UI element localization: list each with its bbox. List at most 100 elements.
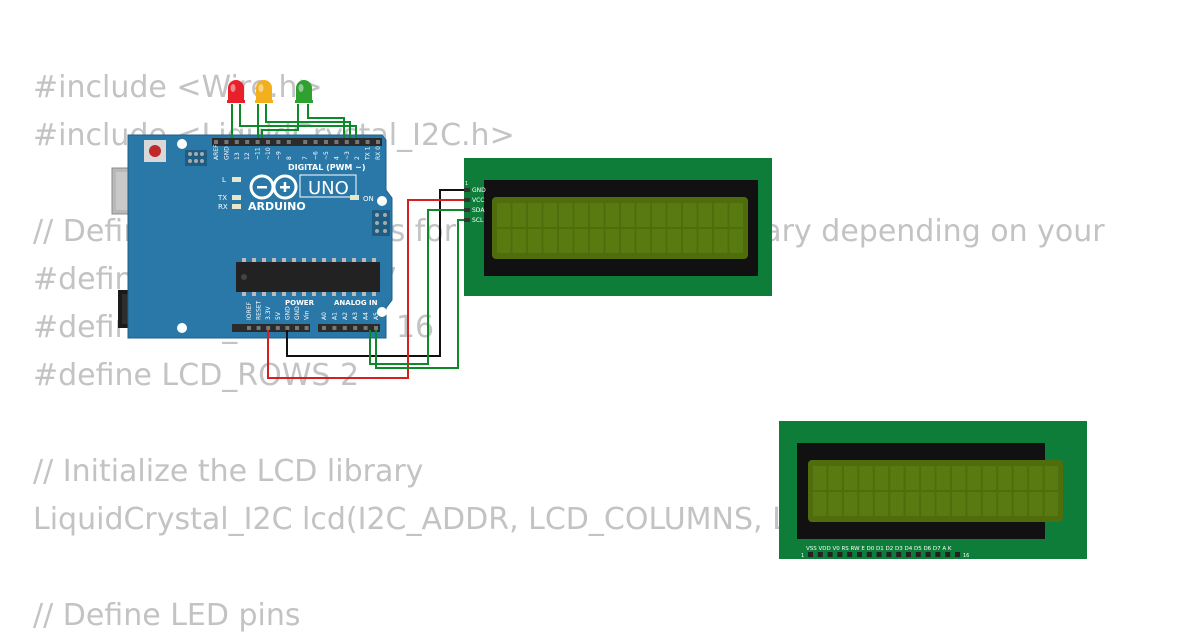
lcd-i2c-pin[interactable] (464, 218, 470, 222)
lcd-parallel-pin[interactable] (915, 552, 921, 557)
digital-pin-label: ~6 (313, 151, 320, 160)
code-line: // Define LED pins (33, 598, 301, 633)
power-pin[interactable] (247, 326, 251, 330)
lcd-parallel-pin[interactable] (837, 552, 843, 557)
digital-pin[interactable] (344, 140, 349, 144)
analog-pin-label: A3 (352, 312, 359, 320)
wire-yellow-led-pin[interactable] (265, 104, 351, 138)
lcd-parallel-pin[interactable] (827, 552, 833, 557)
analog-pin[interactable] (342, 326, 347, 330)
analog-pin-label: A2 (342, 312, 349, 320)
wire-sda-green[interactable] (369, 209, 467, 365)
led-group[interactable] (227, 80, 313, 103)
lcd-i2c-pin[interactable] (464, 208, 470, 212)
yellow-led[interactable] (255, 80, 273, 103)
lcd-parallel-pin[interactable] (817, 552, 823, 557)
digital-pin[interactable] (224, 140, 229, 144)
power-pin[interactable] (304, 326, 309, 330)
wires[interactable] (231, 104, 467, 379)
lcd-parallel-pin[interactable] (886, 552, 892, 557)
wire-gnd-black[interactable] (286, 189, 467, 357)
power-pin[interactable] (275, 326, 280, 330)
analog-pin-label: A4 (363, 312, 370, 320)
icsp-header-right (372, 210, 390, 236)
power-pin[interactable] (256, 326, 261, 330)
wire-led-gnd-3[interactable] (261, 104, 299, 138)
lcd-parallel-pin[interactable] (925, 552, 931, 557)
power-header (232, 324, 310, 332)
analog-pin-label: A1 (331, 312, 338, 320)
digital-pin[interactable] (276, 140, 281, 144)
digital-pin[interactable] (255, 140, 260, 144)
analog-pin[interactable] (332, 326, 337, 330)
red-led[interactable] (227, 80, 245, 103)
analog-pin[interactable] (363, 326, 368, 330)
lcd-parallel-pin[interactable] (847, 552, 853, 557)
lcd-parallel-pin[interactable] (935, 552, 941, 557)
digital-pin[interactable] (245, 140, 250, 144)
analog-pin-label: A0 (321, 312, 328, 320)
lcd-parallel-pin[interactable] (866, 552, 872, 557)
digital-pin[interactable] (355, 140, 360, 144)
atmega-chip (236, 258, 380, 296)
wire-green-led-pin[interactable] (307, 104, 345, 138)
digital-pin[interactable] (266, 140, 270, 144)
lcd-parallel-pin[interactable] (906, 552, 911, 557)
digital-pin-label: ~5 (323, 151, 330, 160)
power-pin-label: GND (284, 306, 291, 320)
analog-pin-label: A5 (373, 312, 380, 320)
power-header-label: POWER (285, 299, 315, 307)
lcd-parallel-pin[interactable] (876, 552, 882, 557)
on-led (350, 195, 359, 200)
digital-pin[interactable] (365, 140, 370, 144)
reset-button-cap[interactable] (149, 145, 161, 157)
analog-pin[interactable] (374, 326, 378, 330)
digital-pin[interactable] (376, 140, 380, 144)
digital-pin[interactable] (324, 140, 328, 144)
digital-pin[interactable] (214, 140, 218, 144)
lcd-parallel-pin-first: 1 (801, 553, 804, 559)
mount-hole (377, 307, 387, 317)
tx-led (232, 195, 241, 200)
power-pin-label: Vin (304, 310, 311, 320)
power-pin[interactable] (285, 326, 290, 330)
wire-scl-green[interactable] (375, 219, 467, 369)
digital-pin-label: ~10 (265, 147, 272, 160)
analog-pin[interactable] (353, 326, 358, 330)
icsp-header-top (185, 150, 207, 166)
lcd-i2c-pin-label: VCC (472, 197, 484, 204)
lcd-parallel-pin[interactable] (896, 552, 902, 557)
lcd-parallel-character-grid (813, 466, 1058, 516)
power-pin[interactable] (266, 326, 271, 330)
lcd-parallel-pin[interactable] (955, 552, 960, 557)
analog-pin[interactable] (322, 326, 326, 330)
lcd-parallel-pin[interactable] (808, 552, 813, 557)
digital-pin[interactable] (303, 140, 308, 144)
wire-vcc-red[interactable] (267, 199, 467, 379)
digital-pin[interactable] (313, 140, 318, 144)
digital-pin-label: RX 0 (375, 146, 382, 160)
digital-pin[interactable] (234, 140, 239, 144)
lcd-parallel-pin[interactable] (945, 552, 951, 557)
green-led[interactable] (295, 80, 313, 103)
power-pin-label: IOREF (246, 302, 253, 320)
lcd-parallel-pin[interactable] (857, 552, 862, 557)
digital-pin[interactable] (286, 140, 291, 144)
lcd-i2c-pin[interactable] (464, 188, 470, 192)
arduino-logo-icon (249, 174, 298, 200)
power-pin-label: 3.3V (265, 305, 272, 320)
lcd-parallel-module[interactable]: VSS VDD V0 RS RW E D0 D1 D2 D3 D4 D5 D6 … (779, 421, 1087, 559)
power-pin[interactable] (295, 326, 299, 330)
digital-pin[interactable] (334, 140, 339, 144)
digital-header (212, 138, 382, 146)
mount-hole (377, 196, 387, 206)
lcd-i2c-pin[interactable] (464, 198, 470, 202)
rx-led (232, 204, 241, 209)
lcd-i2c-pin-label: GND (472, 187, 486, 194)
